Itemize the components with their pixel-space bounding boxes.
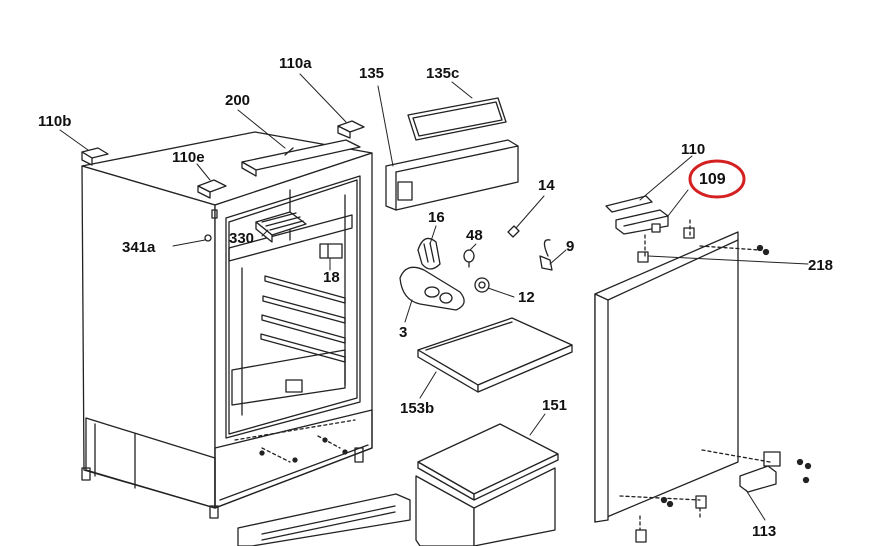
part-14-pin <box>507 225 520 238</box>
part-16-knob-cover <box>417 237 441 270</box>
label-110e: 110e <box>172 149 205 166</box>
part-110a-bracket <box>337 120 365 139</box>
part-110-hinge-plate <box>605 195 653 213</box>
part-9-sensor <box>539 239 553 271</box>
part-109-top-hinge <box>615 209 669 235</box>
label-16: 16 <box>428 209 445 226</box>
label-48: 48 <box>466 227 483 244</box>
label-3: 3 <box>399 324 408 341</box>
label-18: 18 <box>323 269 340 286</box>
part-48-bulb <box>463 249 475 268</box>
part-200-top-rail <box>241 139 361 177</box>
part-135c-display-window <box>407 97 507 141</box>
part-135-control-panel <box>385 139 519 211</box>
part-153b-shelf <box>417 317 573 393</box>
label-110b: 110b <box>38 113 72 130</box>
bottom-grille <box>237 493 411 546</box>
label-200: 200 <box>225 92 251 109</box>
label-110a: 110a <box>279 55 312 72</box>
part-113-bottom-hinge <box>635 451 781 543</box>
part-151-crisper <box>415 423 559 546</box>
label-9: 9 <box>566 238 575 255</box>
label-12: 12 <box>518 289 535 306</box>
label-218: 218 <box>808 257 834 274</box>
label-330: 330 <box>229 230 255 247</box>
door-panel <box>594 231 739 523</box>
part-12-knob <box>474 277 490 293</box>
part-3-thermostat-housing <box>399 266 465 311</box>
label-110: 110 <box>681 141 706 158</box>
label-113: 113 <box>752 523 777 540</box>
label-14: 14 <box>538 177 555 194</box>
highlight-ellipse <box>688 159 746 199</box>
label-109: 109 <box>699 171 726 188</box>
cabinet-body <box>81 131 373 519</box>
label-151: 151 <box>542 397 568 414</box>
label-135: 135 <box>359 65 385 82</box>
part-110b-bracket <box>81 147 109 166</box>
part-218-bracket <box>637 227 695 263</box>
label-135c: 135c <box>426 65 460 82</box>
label-153b: 153b <box>400 400 435 417</box>
part-110e-bracket <box>197 179 227 199</box>
label-341a: 341a <box>122 239 156 256</box>
leader-lines <box>59 73 809 521</box>
part-18-clip <box>319 243 343 259</box>
